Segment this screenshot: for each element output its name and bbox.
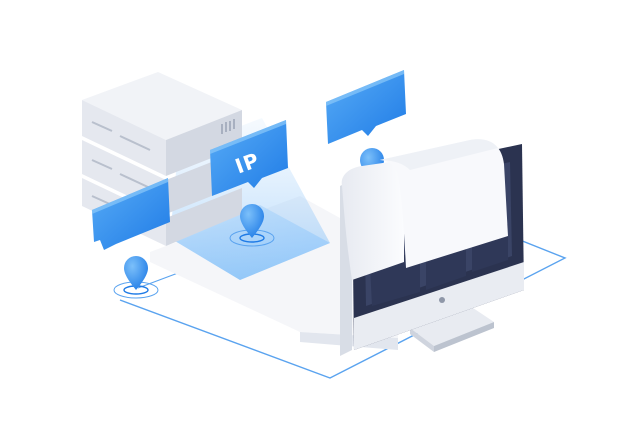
document-sheet-icon [341, 139, 508, 280]
location-pin-icon [113, 256, 159, 299]
location-pin-icon [229, 204, 275, 247]
monitor-stand [410, 306, 494, 346]
message-card-icon [92, 178, 170, 250]
message-card-icon [326, 70, 406, 144]
ip-card: IP [210, 120, 288, 196]
